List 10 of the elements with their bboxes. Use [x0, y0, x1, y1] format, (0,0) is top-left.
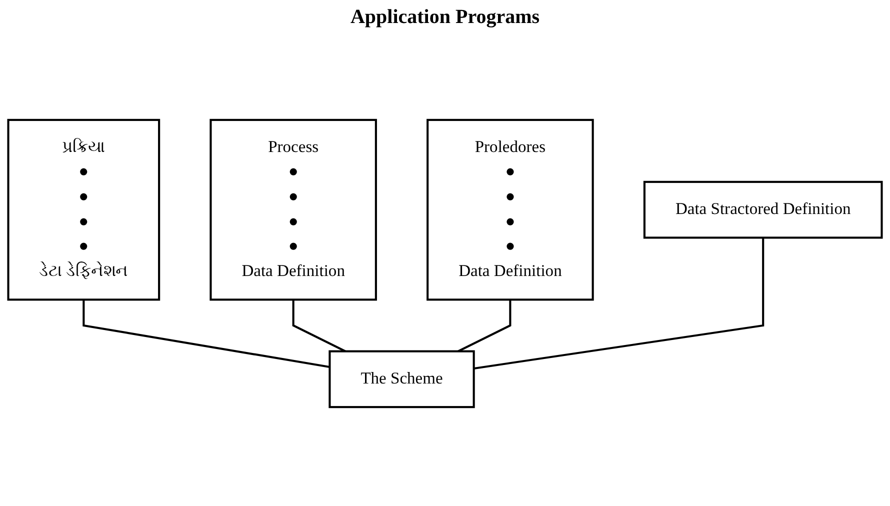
- node-box: The Scheme: [328, 350, 475, 408]
- connector: [292, 300, 346, 352]
- node-box: Data Stractored Definition: [643, 180, 883, 239]
- node-box: Proledores ● ● ● ● Data Definition: [426, 118, 594, 301]
- node-box: Process ● ● ● ● Data Definition: [210, 118, 377, 301]
- connector: [458, 300, 512, 352]
- node-box: પ્રક્રિયા ● ● ● ● ડેટા ડેફિનેશન: [7, 118, 160, 301]
- connector: [82, 300, 330, 368]
- connector: [474, 238, 764, 370]
- diagram-title: Application Programs: [349, 6, 541, 29]
